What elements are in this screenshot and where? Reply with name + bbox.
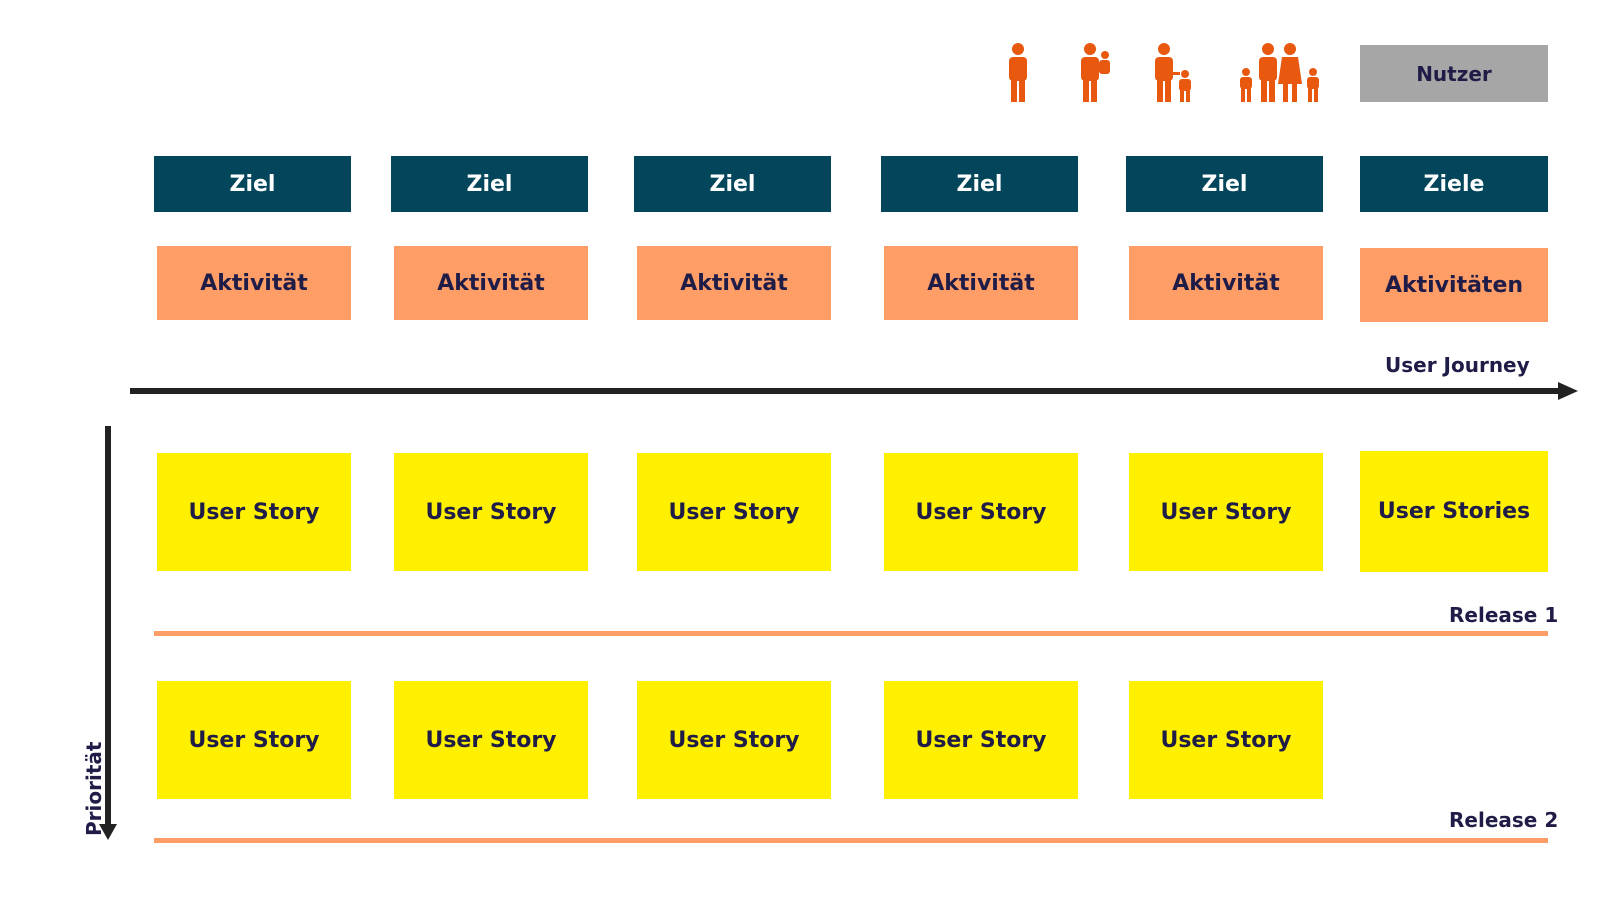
user-story-card: User Story [1129,681,1323,799]
user-journey-arrow [130,382,1578,400]
goal-card: Ziel [391,156,588,212]
goals-card: Ziele [1360,156,1548,212]
activity-card: Aktivität [884,246,1078,320]
user-story-card: User Story [884,453,1078,571]
activity-card: Aktivität [637,246,831,320]
release-2-label: Release 2 [1449,808,1559,832]
activity-card: Aktivität [394,246,588,320]
user-story-card: User Story [637,453,831,571]
user-journey-label: User Journey [1385,353,1530,377]
goal-card: Ziel [634,156,831,212]
user-stories-card: User Stories [1360,451,1548,572]
goal-card: Ziel [154,156,351,212]
family-icon [1240,43,1319,102]
user-story-card: User Story [157,681,351,799]
users-box: Nutzer [1360,45,1548,102]
parent-with-child-on-arm-icon [1081,43,1110,102]
parent-with-child-icon [1155,43,1191,102]
activities-card: Aktivitäten [1360,248,1548,322]
priority-label: Priorität [82,741,106,836]
goal-card: Ziel [1126,156,1323,212]
user-story-card: User Story [394,681,588,799]
priority-arrow [99,426,117,840]
user-story-card: User Story [394,453,588,571]
activity-card: Aktivität [157,246,351,320]
release-2-line [154,838,1548,843]
release-1-label: Release 1 [1449,603,1559,627]
release-1-line [154,631,1548,636]
user-story-card: User Story [637,681,831,799]
activity-card: Aktivität [1129,246,1323,320]
goal-card: Ziel [881,156,1078,212]
user-story-card: User Story [884,681,1078,799]
user-story-card: User Story [1129,453,1323,571]
user-story-card: User Story [157,453,351,571]
single-person-icon [1009,43,1027,102]
